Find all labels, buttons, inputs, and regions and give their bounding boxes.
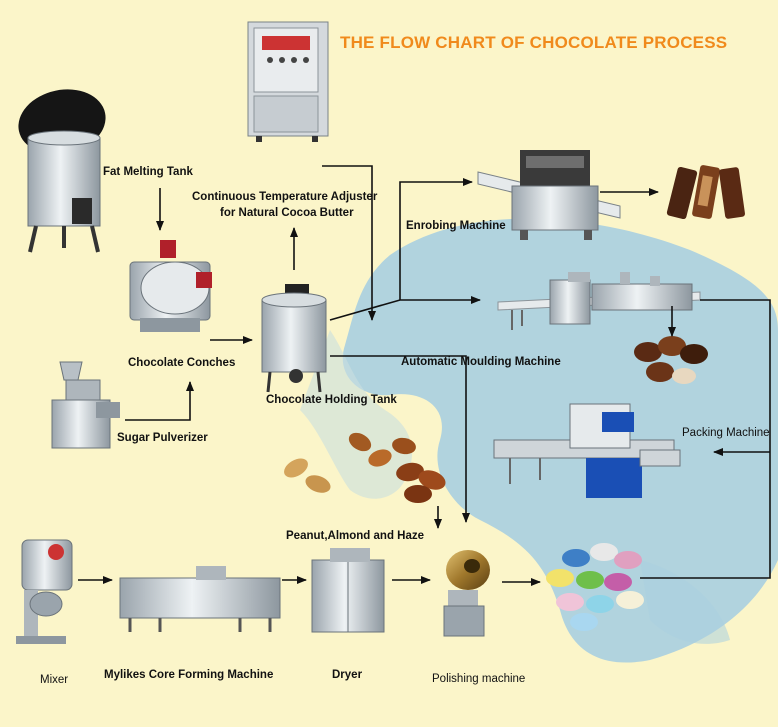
packing-machine-image xyxy=(493,403,681,498)
arrow-temp-adjuster-to-moulding xyxy=(322,165,376,321)
label-core-forming-machine: Mylikes Core Forming Machine xyxy=(104,669,274,681)
label-dryer: Dryer xyxy=(332,669,363,681)
enrobing-machine-image xyxy=(477,150,621,240)
line-holding-tank-to-polishing xyxy=(330,355,470,523)
label-enrobing-machine: Enrobing Machine xyxy=(406,220,506,232)
label-peanut-almond-haze: Peanut,Almond and Haze xyxy=(286,530,425,542)
label-sugar-pulverizer: Sugar Pulverizer xyxy=(117,432,208,444)
label-packing-machine: Packing Machine xyxy=(682,427,770,439)
coated-candies-image xyxy=(546,543,644,631)
label-polishing-machine: Polishing machine xyxy=(432,673,526,685)
chocolate-holding-tank-image xyxy=(261,284,327,393)
automatic-moulding-machine-image xyxy=(497,272,701,330)
diagram-title: THE FLOW CHART OF CHOCOLATE PROCESS xyxy=(340,33,728,52)
background-map-shape xyxy=(640,560,730,644)
dryer-image xyxy=(311,548,385,633)
label-temperature-adjuster-line1: Continuous Temperature Adjuster xyxy=(192,191,378,203)
nuts-image xyxy=(284,432,446,503)
line-right-connector xyxy=(640,299,771,579)
label-mixer: Mixer xyxy=(40,674,69,686)
polishing-machine-image xyxy=(443,550,490,637)
moulded-chocolates-image xyxy=(634,336,708,384)
fat-melting-tank-image xyxy=(18,89,106,253)
label-chocolate-holding-tank: Chocolate Holding Tank xyxy=(266,394,397,406)
arrow-to-enrobing xyxy=(399,178,473,300)
temperature-adjuster-image xyxy=(247,21,329,142)
label-fat-melting-tank: Fat Melting Tank xyxy=(103,166,193,178)
chocolate-bars-image xyxy=(666,165,745,220)
sugar-pulverizer-image xyxy=(51,361,120,449)
arrow-pulverizer-to-conches xyxy=(125,381,194,421)
label-automatic-moulding-machine: Automatic Moulding Machine xyxy=(401,356,561,368)
arrow-holding-tank-to-moulding xyxy=(329,296,481,321)
label-chocolate-conches: Chocolate Conches xyxy=(128,357,236,369)
core-forming-machine-image xyxy=(119,566,281,632)
chocolate-conches-image xyxy=(129,240,212,332)
mixer-image xyxy=(16,539,73,644)
label-temperature-adjuster-line2: for Natural Cocoa Butter xyxy=(220,207,354,219)
